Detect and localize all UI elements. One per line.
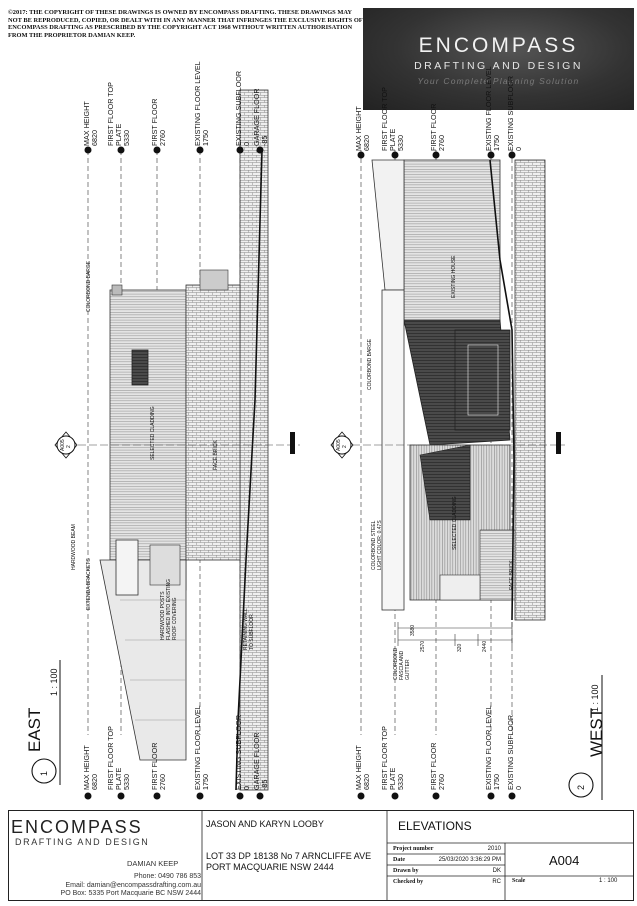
west-view-title: WEST bbox=[587, 707, 606, 757]
title-block-phone: Phone: 0490 786 853 bbox=[134, 873, 201, 880]
title-block-po-box: PO Box: 5335 Port Macquarie BC NSW 2444 bbox=[60, 890, 201, 898]
east-note-brackets: EXTENDA BRACKETS bbox=[86, 558, 92, 610]
title-block-company-sub: DRAFTING AND DESIGN bbox=[15, 837, 150, 847]
west-section-tag-num: 2 bbox=[342, 445, 348, 448]
company-logo-banner: ENCOMPASS DRAFTING AND DESIGN Your Compl… bbox=[363, 8, 634, 110]
copyright-notice: ©2017: THE COPYRIGHT OF THESE DRAWINGS I… bbox=[8, 9, 363, 39]
west-dim-overall: 3580 bbox=[410, 624, 416, 636]
title-block-drawing-number: A004 bbox=[549, 853, 580, 868]
east-elevation bbox=[78, 89, 300, 791]
west-note-cladding: SELECTED CLADDING bbox=[452, 496, 458, 550]
east-note-cladding: SELECTED CLADDING bbox=[150, 406, 156, 460]
title-block-designer: DAMIAN KEEP bbox=[127, 859, 179, 868]
east-note-beam: HARDWOOD BEAM bbox=[71, 524, 77, 570]
west-elevation bbox=[352, 150, 565, 735]
level-markers bbox=[84, 146, 516, 800]
east-note-barge: COLORBOND BARGE bbox=[86, 260, 92, 312]
title-block-email: Email: damian@encompassdrafting.com.au bbox=[65, 881, 201, 889]
west-dim-c: 2440 bbox=[482, 640, 488, 652]
title-block-company: ENCOMPASS bbox=[11, 817, 143, 837]
section-tags bbox=[54, 431, 354, 459]
east-level-label-garage-floor-lower: GARAGE FLOOR-85 bbox=[252, 732, 269, 790]
east-view-title: EAST bbox=[25, 707, 44, 752]
east-section-tag-num: 2 bbox=[66, 445, 72, 448]
west-note-barge: COLORBOND BARGE bbox=[367, 338, 373, 390]
west-note-brick: FACE BRICK bbox=[509, 560, 515, 590]
title-block-lot: LOT 33 DP 18138 No 7 ARNCLIFFE AVE PORT … bbox=[206, 851, 372, 872]
west-note-fascia: COLORBOND FASCIA AND GUTTER bbox=[393, 647, 411, 680]
logo-subtitle: DRAFTING AND DESIGN bbox=[414, 60, 583, 72]
title-block-contact: Phone: 0490 786 853 Email: damian@encomp… bbox=[21, 873, 201, 899]
logo-tagline: Your Complete Planning Solution bbox=[417, 76, 580, 86]
east-level-label-garage-floor: GARAGE FLOOR-85 bbox=[252, 88, 269, 146]
title-block: ENCOMPASS DRAFTING AND DESIGN DAMIAN KEE… bbox=[8, 810, 634, 901]
title-block-scale-label: Scale bbox=[512, 878, 526, 884]
title-block-scale: 1 : 100 bbox=[599, 878, 618, 884]
west-note-existing-house: EXISTING HOUSE bbox=[451, 255, 457, 298]
west-dim-b: 320 bbox=[457, 643, 463, 652]
east-note-posts: HARDWOOD POSTS FLASHED INTO EXISTING ROO… bbox=[160, 578, 178, 640]
view-number-circles bbox=[31, 758, 594, 798]
west-view-number: 2 bbox=[576, 784, 586, 790]
west-view-scale: 1 : 100 bbox=[590, 684, 600, 712]
title-block-sheet-title: ELEVATIONS bbox=[398, 819, 472, 833]
logo-name: ENCOMPASS bbox=[418, 34, 579, 57]
west-note-steel-light: COLORBOND STEEL LIGHT COLOR: 0.47S bbox=[371, 520, 383, 570]
title-block-client: JASON AND KARYN LOOBY bbox=[206, 819, 324, 829]
east-view-scale: 1 : 100 bbox=[49, 668, 59, 696]
east-note-brick: FACE BRICK bbox=[213, 440, 219, 470]
east-view-number: 1 bbox=[39, 770, 49, 776]
west-dim-a: 2570 bbox=[420, 640, 426, 652]
east-note-retaining: RETAINING WALL TO SUBFLOOR bbox=[243, 608, 255, 651]
